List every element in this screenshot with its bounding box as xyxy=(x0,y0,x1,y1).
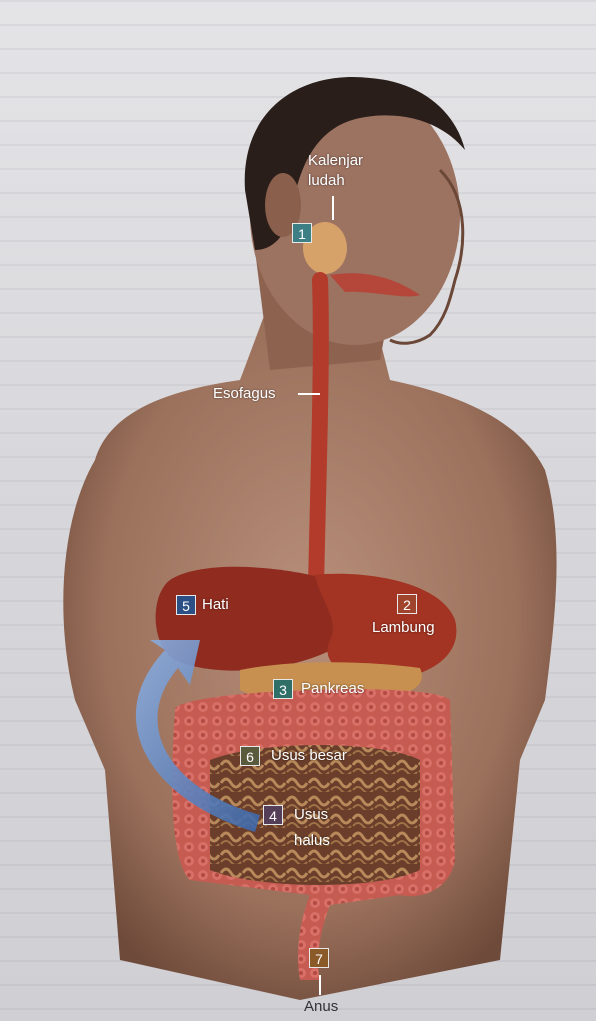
label-usus-halus-line1: Usus xyxy=(294,806,328,824)
marker-usus-besar-number: 6 xyxy=(240,746,260,766)
marker-kelenjar-ludah-number: 1 xyxy=(292,223,312,243)
label-anus: Anus xyxy=(304,998,338,1016)
label-kelenjar-ludah-line2: ludah xyxy=(308,172,345,190)
label-esofagus: Esofagus xyxy=(213,385,276,403)
marker-pankreas-number: 3 xyxy=(273,679,293,699)
esophagus-tube xyxy=(316,280,321,585)
marker-anus-number: 7 xyxy=(309,948,329,968)
label-lambung: Lambung xyxy=(372,619,435,637)
marker-usus-halus-number: 4 xyxy=(263,805,283,825)
label-pankreas: Pankreas xyxy=(301,680,364,698)
label-usus-halus-line2: halus xyxy=(294,832,330,850)
label-usus-besar: Usus besar xyxy=(271,747,347,765)
marker-lambung-number: 2 xyxy=(397,594,417,614)
label-hati: Hati xyxy=(202,596,229,614)
marker-hati-number: 5 xyxy=(176,595,196,615)
label-kelenjar-ludah-line1: Kalenjar xyxy=(308,152,363,170)
